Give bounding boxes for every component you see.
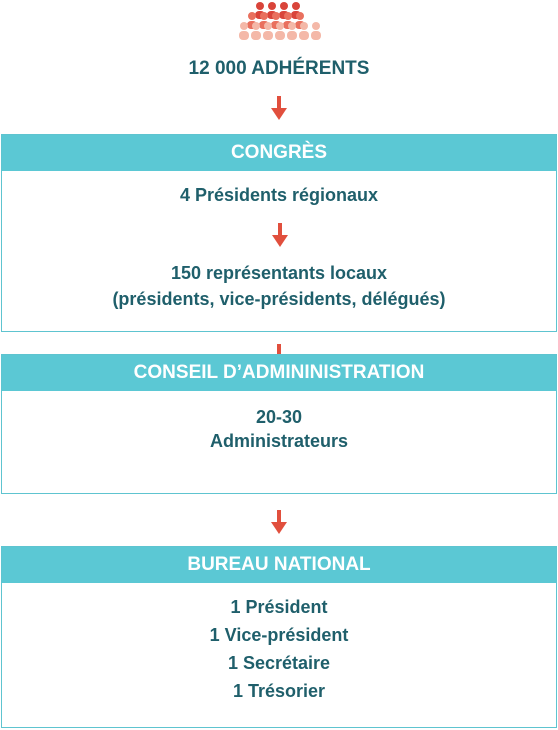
conseil-box: CONSEIL D’ADMININISTRATION 20-30 Adminis… (1, 354, 557, 494)
congres-box: CONGRÈS 4 Présidents régionaux 150 repré… (1, 134, 557, 332)
bureau-box: BUREAU NATIONAL 1 Président 1 Vice-prési… (1, 546, 557, 728)
bureau-member: 1 Secrétaire (227, 653, 331, 673)
representants-detail: (présidents, vice-présidents, délégués) (112, 289, 446, 309)
arrow-down-icon (272, 223, 288, 249)
bureau-member: 1 Vice-président (209, 625, 349, 645)
representants-locaux: 150 représentants locaux (170, 263, 388, 283)
people-group-icon (239, 2, 321, 40)
arrow-down-icon (271, 510, 287, 536)
adherents-label: 12 000 ADHÉRENTS (188, 58, 370, 79)
bureau-title: BUREAU NATIONAL (2, 547, 556, 583)
arrow-down-icon (271, 96, 287, 122)
conseil-count: 20-30 (255, 407, 303, 427)
congres-title: CONGRÈS (2, 135, 556, 171)
conseil-title: CONSEIL D’ADMININISTRATION (2, 355, 556, 391)
presidents-regionaux: 4 Présidents régionaux (179, 185, 379, 205)
bureau-member: 1 Président (230, 597, 328, 617)
conseil-role: Administrateurs (209, 431, 349, 451)
bureau-member: 1 Trésorier (232, 681, 326, 701)
